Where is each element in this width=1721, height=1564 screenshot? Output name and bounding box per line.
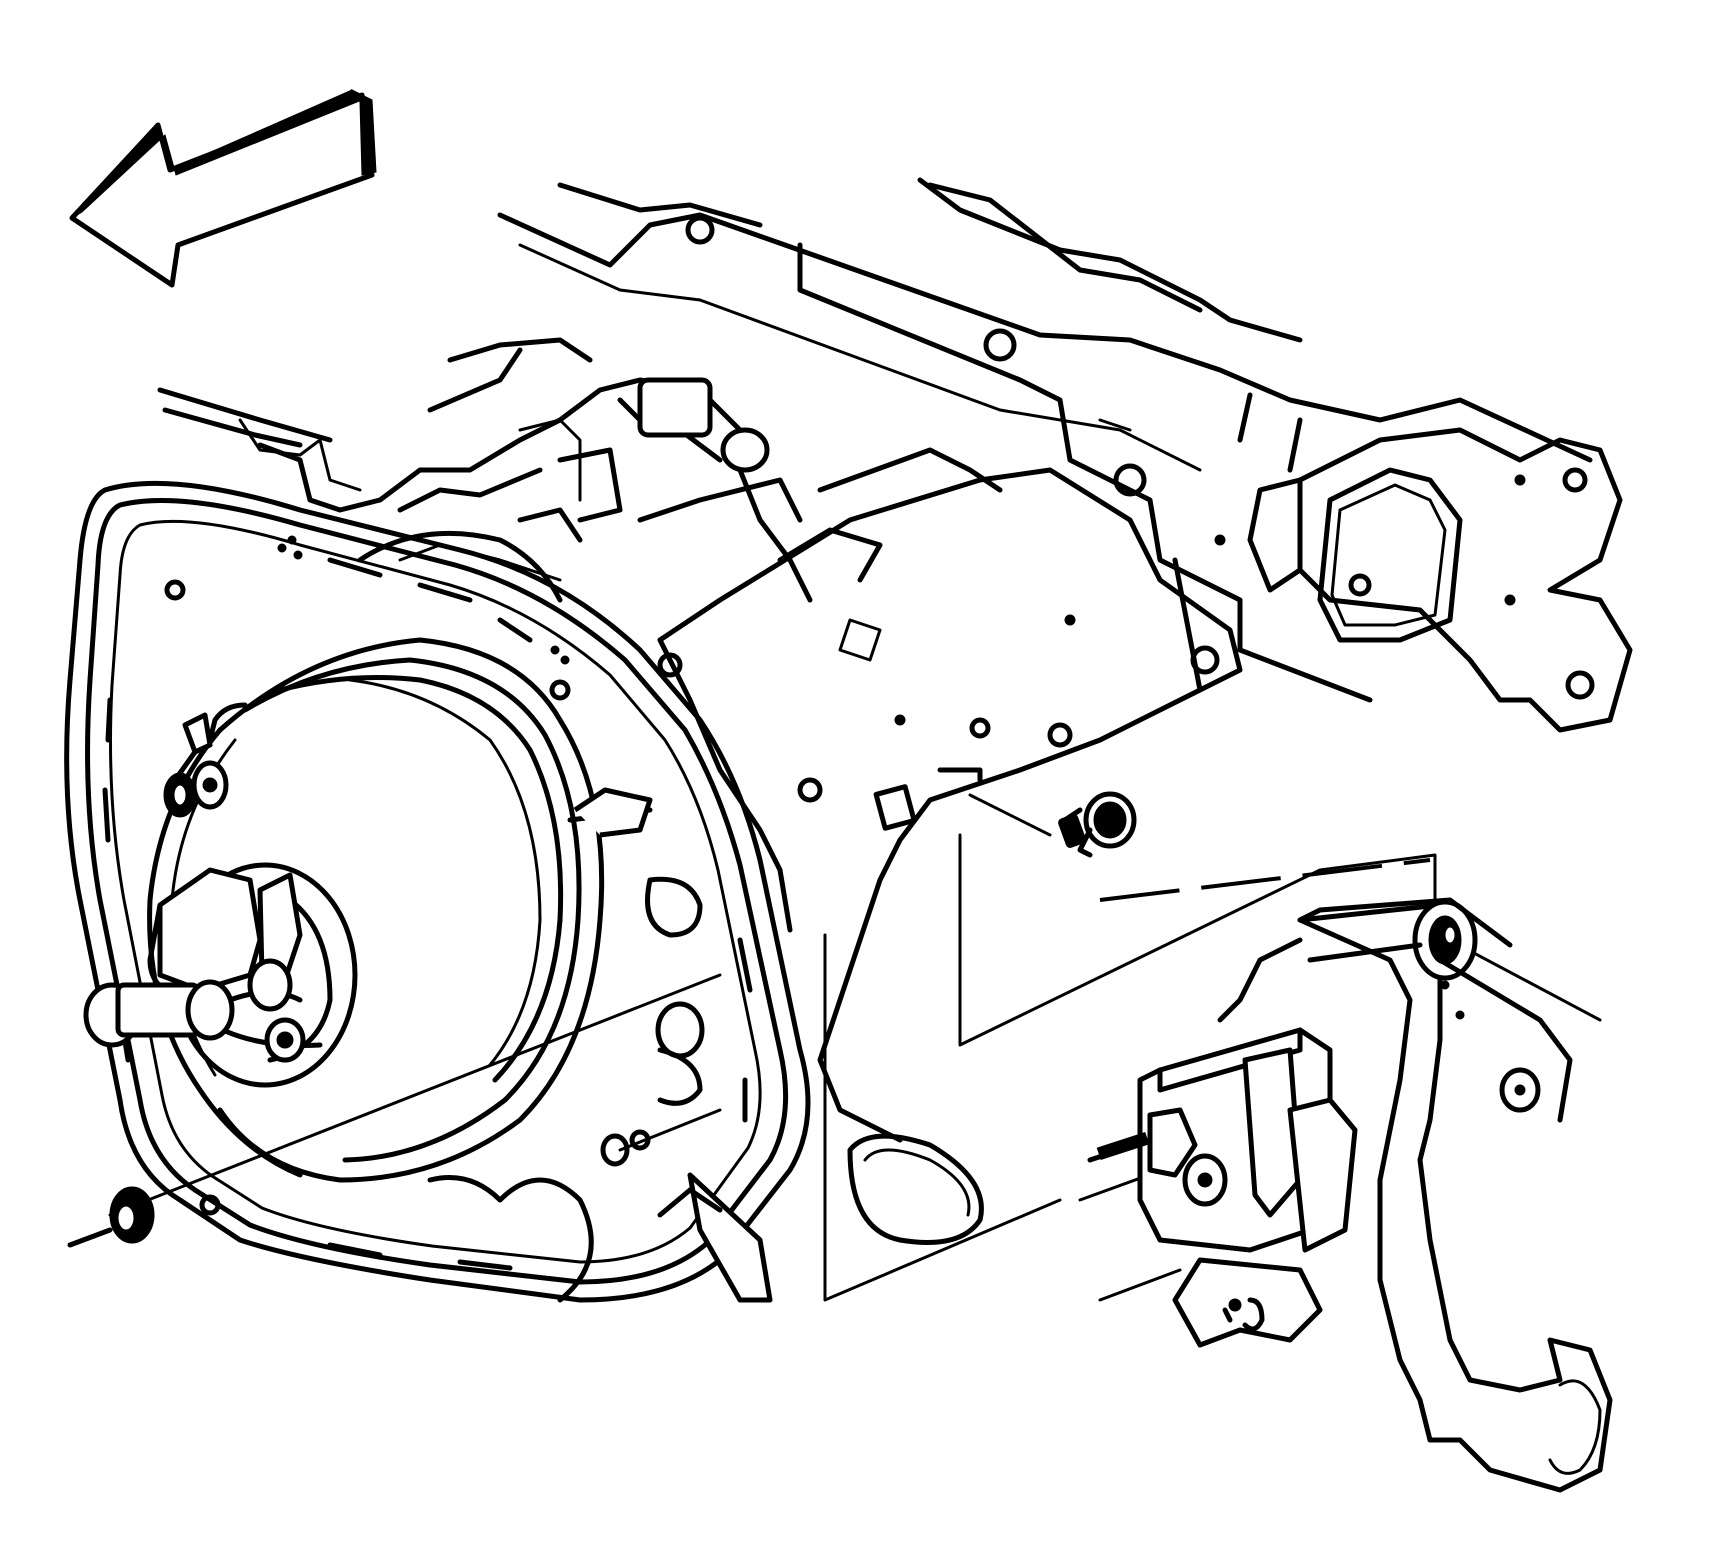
frame-rail-icon bbox=[497, 177, 1633, 733]
wiring-harness-icon bbox=[157, 337, 813, 603]
master-cylinder-icon bbox=[83, 712, 306, 1063]
brake-pedal-assembly-icon bbox=[1087, 897, 1613, 1493]
booster-mounting-nut-icon bbox=[67, 1186, 155, 1248]
dash-panel-icon bbox=[657, 447, 1243, 1143]
direction-arrow-icon bbox=[69, 88, 377, 288]
floor-outline bbox=[427, 1133, 984, 1303]
booster-mounting-plate-icon bbox=[64, 480, 811, 1303]
pedal-bracket-bolt-icon bbox=[1058, 791, 1137, 858]
